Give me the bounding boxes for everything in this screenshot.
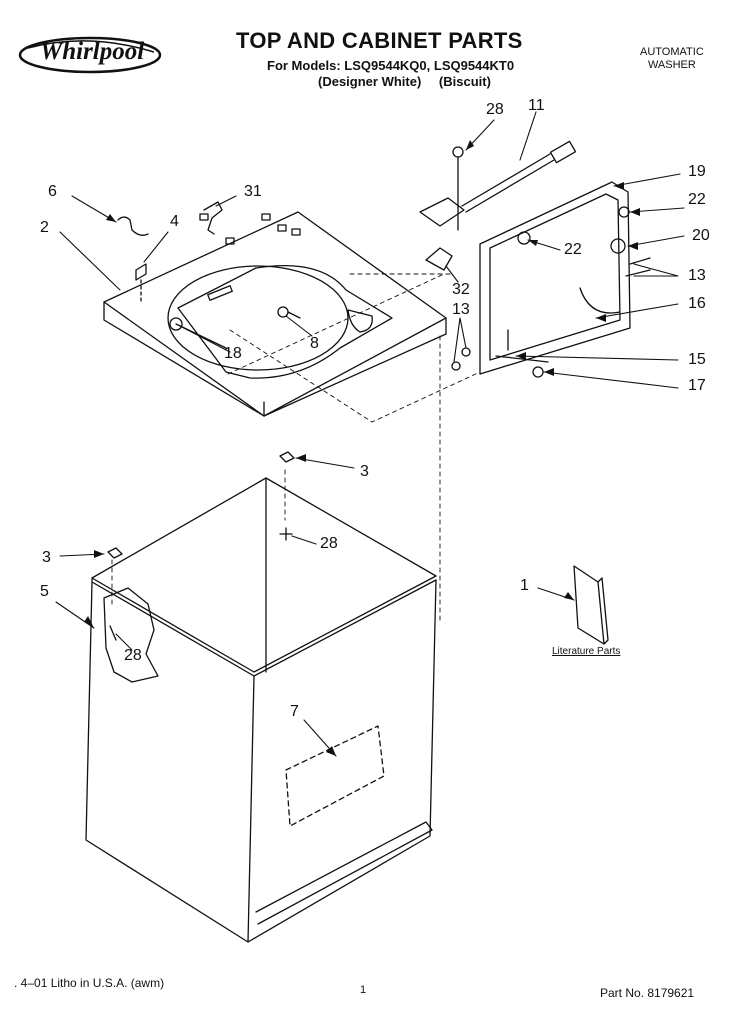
screw-28-mid — [279, 527, 293, 541]
variant-labels: (Designer White) (Biscuit) — [318, 74, 491, 89]
footer-litho: . 4–01 Litho in U.S.A. (awm) — [14, 976, 165, 990]
part-32-knob — [425, 247, 453, 271]
variant-designer-white: (Designer White) — [318, 74, 422, 89]
callout-16: 16 — [688, 295, 706, 312]
arrowheads — [84, 140, 640, 756]
callout-15: 15 — [688, 351, 706, 368]
whirlpool-logo — [18, 36, 162, 74]
callout-19: 19 — [688, 163, 706, 180]
callout-28-switch: 28 — [486, 101, 504, 118]
literature-parts-label: Literature Parts — [552, 646, 621, 657]
screw-28-cabinet — [109, 625, 117, 641]
leader-lines — [55, 111, 685, 757]
callout-3-top: 3 — [360, 463, 369, 480]
callout-13-left: 13 — [452, 301, 470, 318]
callout-31: 31 — [244, 183, 262, 200]
callout-32: 32 — [452, 281, 470, 298]
product-type-line-1: AUTOMATIC — [640, 46, 704, 58]
callout-22-upper: 22 — [688, 191, 706, 208]
models-line: For Models: LSQ9544KQ0, LSQ9544KT0 — [267, 58, 515, 73]
callout-5: 5 — [40, 583, 49, 600]
lid-bumper — [347, 309, 373, 333]
console-panel — [479, 181, 651, 378]
part-31-clip — [203, 201, 223, 235]
callout-11-harness: 11 — [528, 97, 545, 114]
alignment-lines — [111, 273, 481, 621]
callout-1: 1 — [520, 577, 529, 594]
callout-3-left: 3 — [42, 549, 51, 566]
brand-name: Whirlpool — [40, 38, 145, 65]
callout-28-cabinet: 28 — [124, 647, 142, 664]
clip-3-left — [107, 547, 123, 559]
screw-8 — [277, 306, 301, 319]
page-title: TOP AND CABINET PARTS — [236, 28, 523, 53]
literature-booklet — [573, 565, 609, 645]
part-6-clip — [117, 216, 149, 236]
callout-4: 4 — [170, 213, 179, 230]
callout-20: 20 — [692, 227, 710, 244]
clip-3-top — [279, 451, 295, 463]
variant-biscuit: (Biscuit) — [438, 74, 491, 89]
callout-22-lower: 22 — [564, 241, 582, 258]
callout-13-right: 13 — [688, 267, 706, 284]
callout-28-mid: 28 — [320, 535, 338, 552]
cabinet-cutaway — [103, 587, 159, 683]
part-number: Part No. 8179621 — [600, 986, 695, 1000]
part-4-spring — [135, 263, 147, 281]
callout-2: 2 — [40, 219, 49, 236]
page-number: 1 — [360, 984, 367, 996]
cabinet — [85, 477, 437, 943]
callout-18: 18 — [224, 345, 242, 362]
callout-17: 17 — [688, 377, 706, 394]
lid-hinge-pin — [169, 317, 227, 349]
washer-top — [103, 211, 447, 417]
callout-8: 8 — [310, 335, 319, 352]
wire-harness — [419, 140, 577, 231]
callout-6: 6 — [48, 183, 57, 200]
callout-7: 7 — [290, 703, 299, 720]
label-plate — [285, 725, 385, 827]
product-type-line-2: WASHER — [647, 59, 696, 71]
product-type: AUTOMATIC WASHER — [640, 46, 704, 72]
